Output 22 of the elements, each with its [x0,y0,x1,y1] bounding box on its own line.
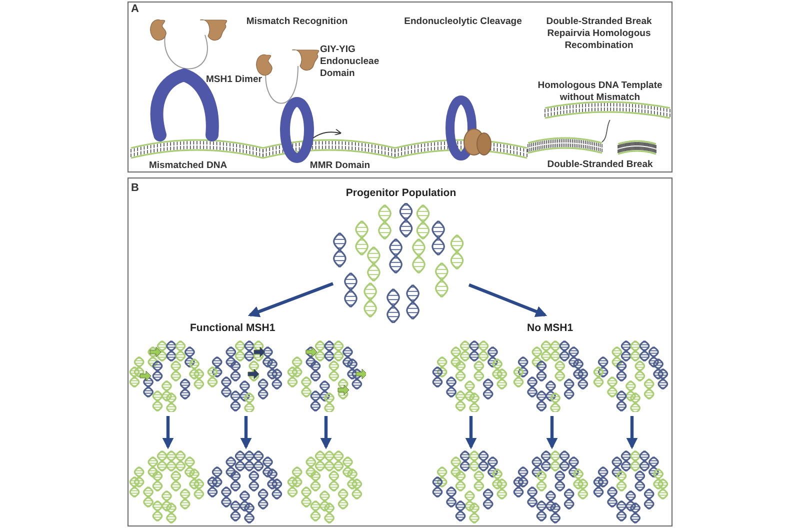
arrow [248,282,334,318]
arrow [626,416,638,450]
dna-label: Double-Stranded Break [546,159,654,171]
domain-label: GIY-YIG Endonucleae Domain [320,44,380,80]
population-heading: Progenitor Population [346,187,456,199]
protein-label: MSH1 Dimer [206,74,263,86]
stage-heading: Endonucleolytic Cleavage [403,16,523,28]
stage-heading: Mismatch Recognition [245,16,349,28]
domain-label: MMR Domain [308,160,372,172]
condition-heading: Functional MSH1 [190,322,276,334]
panel-letter: B [131,182,140,196]
arrow [240,416,252,450]
panel-letter: A [131,3,140,17]
arrow [320,416,332,450]
stage-heading: Double-Stranded Break Repairvia Homologous Recombination [545,16,653,52]
arrow [546,416,558,450]
condition-heading: No MSH1 [527,322,574,334]
arrow [468,283,548,317]
arrow [465,416,477,450]
arrow [162,416,174,450]
dna-label: Homologous DNA Template without Mismatch [536,80,664,104]
dna-label: Mismatched DNA [148,160,228,172]
